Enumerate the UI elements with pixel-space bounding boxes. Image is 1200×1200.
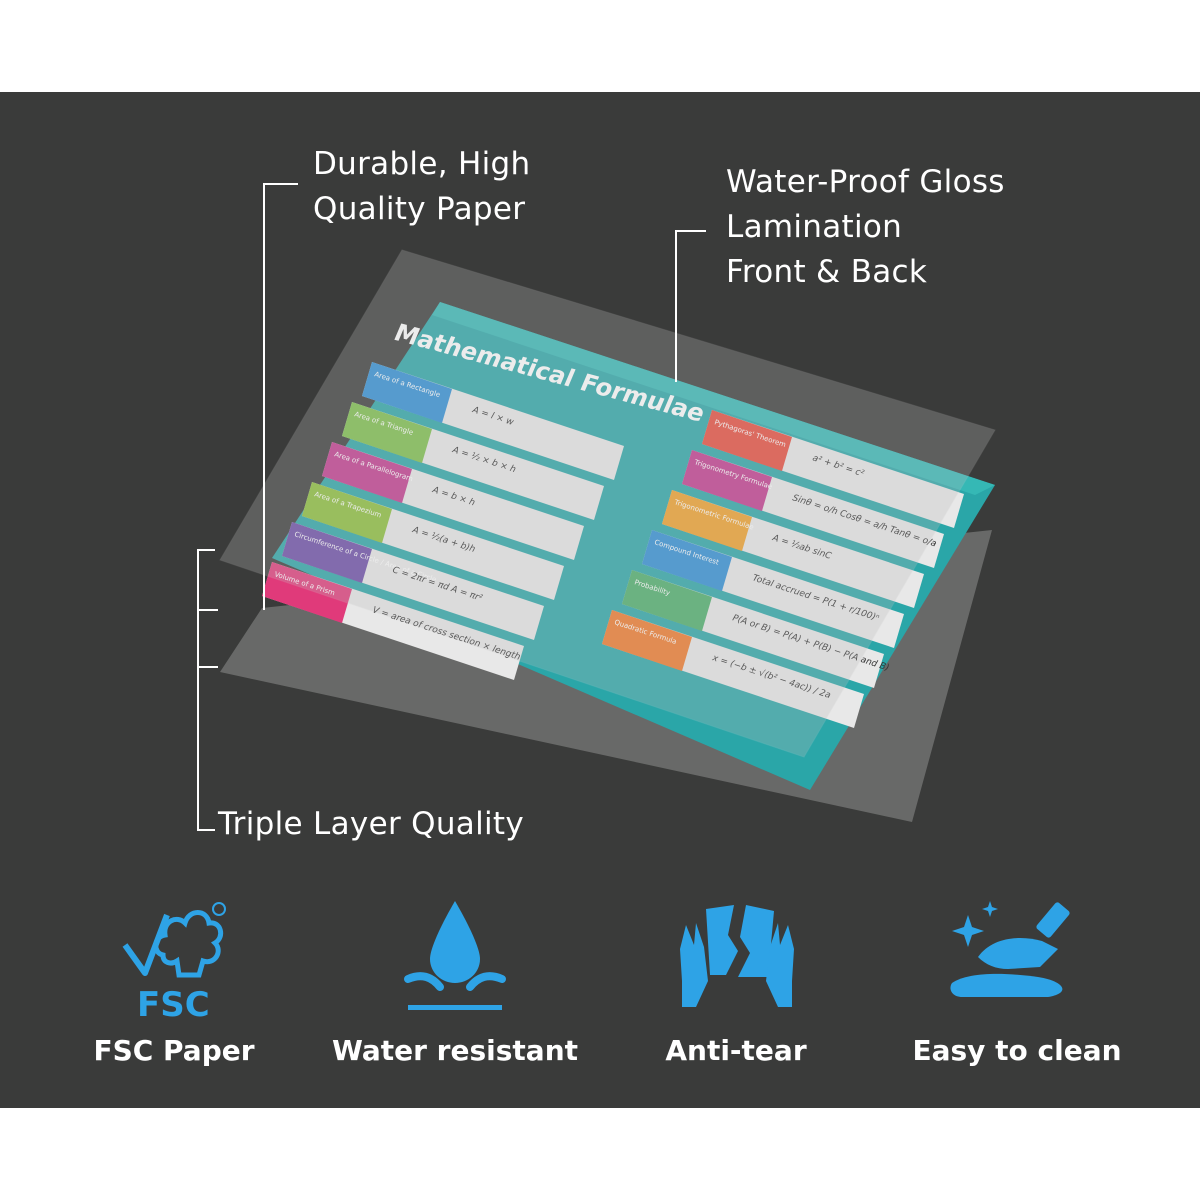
paper-callout: Durable, High Quality Paper [313,142,530,232]
right-label-tab-2 [662,490,752,551]
lamination-callout-line-3: Front & Back [726,254,928,290]
right-label-tab-3 [642,530,732,591]
feature-label-water: Water resistant [331,1034,579,1067]
callout-leader-lines [197,183,706,831]
feature-label-fsc: FSC Paper [93,1034,255,1067]
feature-label-clean: Easy to clean [912,1034,1122,1067]
left-label-tab-5 [262,562,352,623]
right-label-tab-4 [622,570,712,631]
poster-paper: Mathematical Formulae Area of a Rectangl… [262,302,995,790]
left-label-tab-0 [362,362,452,423]
right-label-tab-1 [682,450,772,511]
fsc-tree-icon: FSC [122,902,226,1025]
front-lamination-sheet [219,249,996,758]
triple-layer-callout: Triple Layer Quality [218,806,525,842]
left-label-tab-2 [322,442,412,503]
torn-paper-hands-icon [680,905,794,1007]
lamination-callout: Water-Proof Gloss Lamination Front & Bac… [726,160,1005,295]
feature-label-antitear: Anti-tear [665,1034,807,1067]
fsc-badge-text: FSC [137,985,210,1025]
water-drop-icon [404,901,506,1010]
cleaning-hand-icon [950,901,1070,997]
lamination-callout-line-1: Water-Proof Gloss [726,164,1005,200]
left-label-tab-1 [342,402,432,463]
right-label-tab-5 [602,610,692,671]
left-label-tab-4 [282,522,372,583]
right-label-tab-0 [702,410,792,471]
paper-callout-line-2: Quality Paper [313,191,526,227]
paper-callout-line-1: Durable, High [313,146,531,182]
left-label-tab-3 [302,482,392,543]
lamination-callout-line-2: Lamination [726,209,903,245]
